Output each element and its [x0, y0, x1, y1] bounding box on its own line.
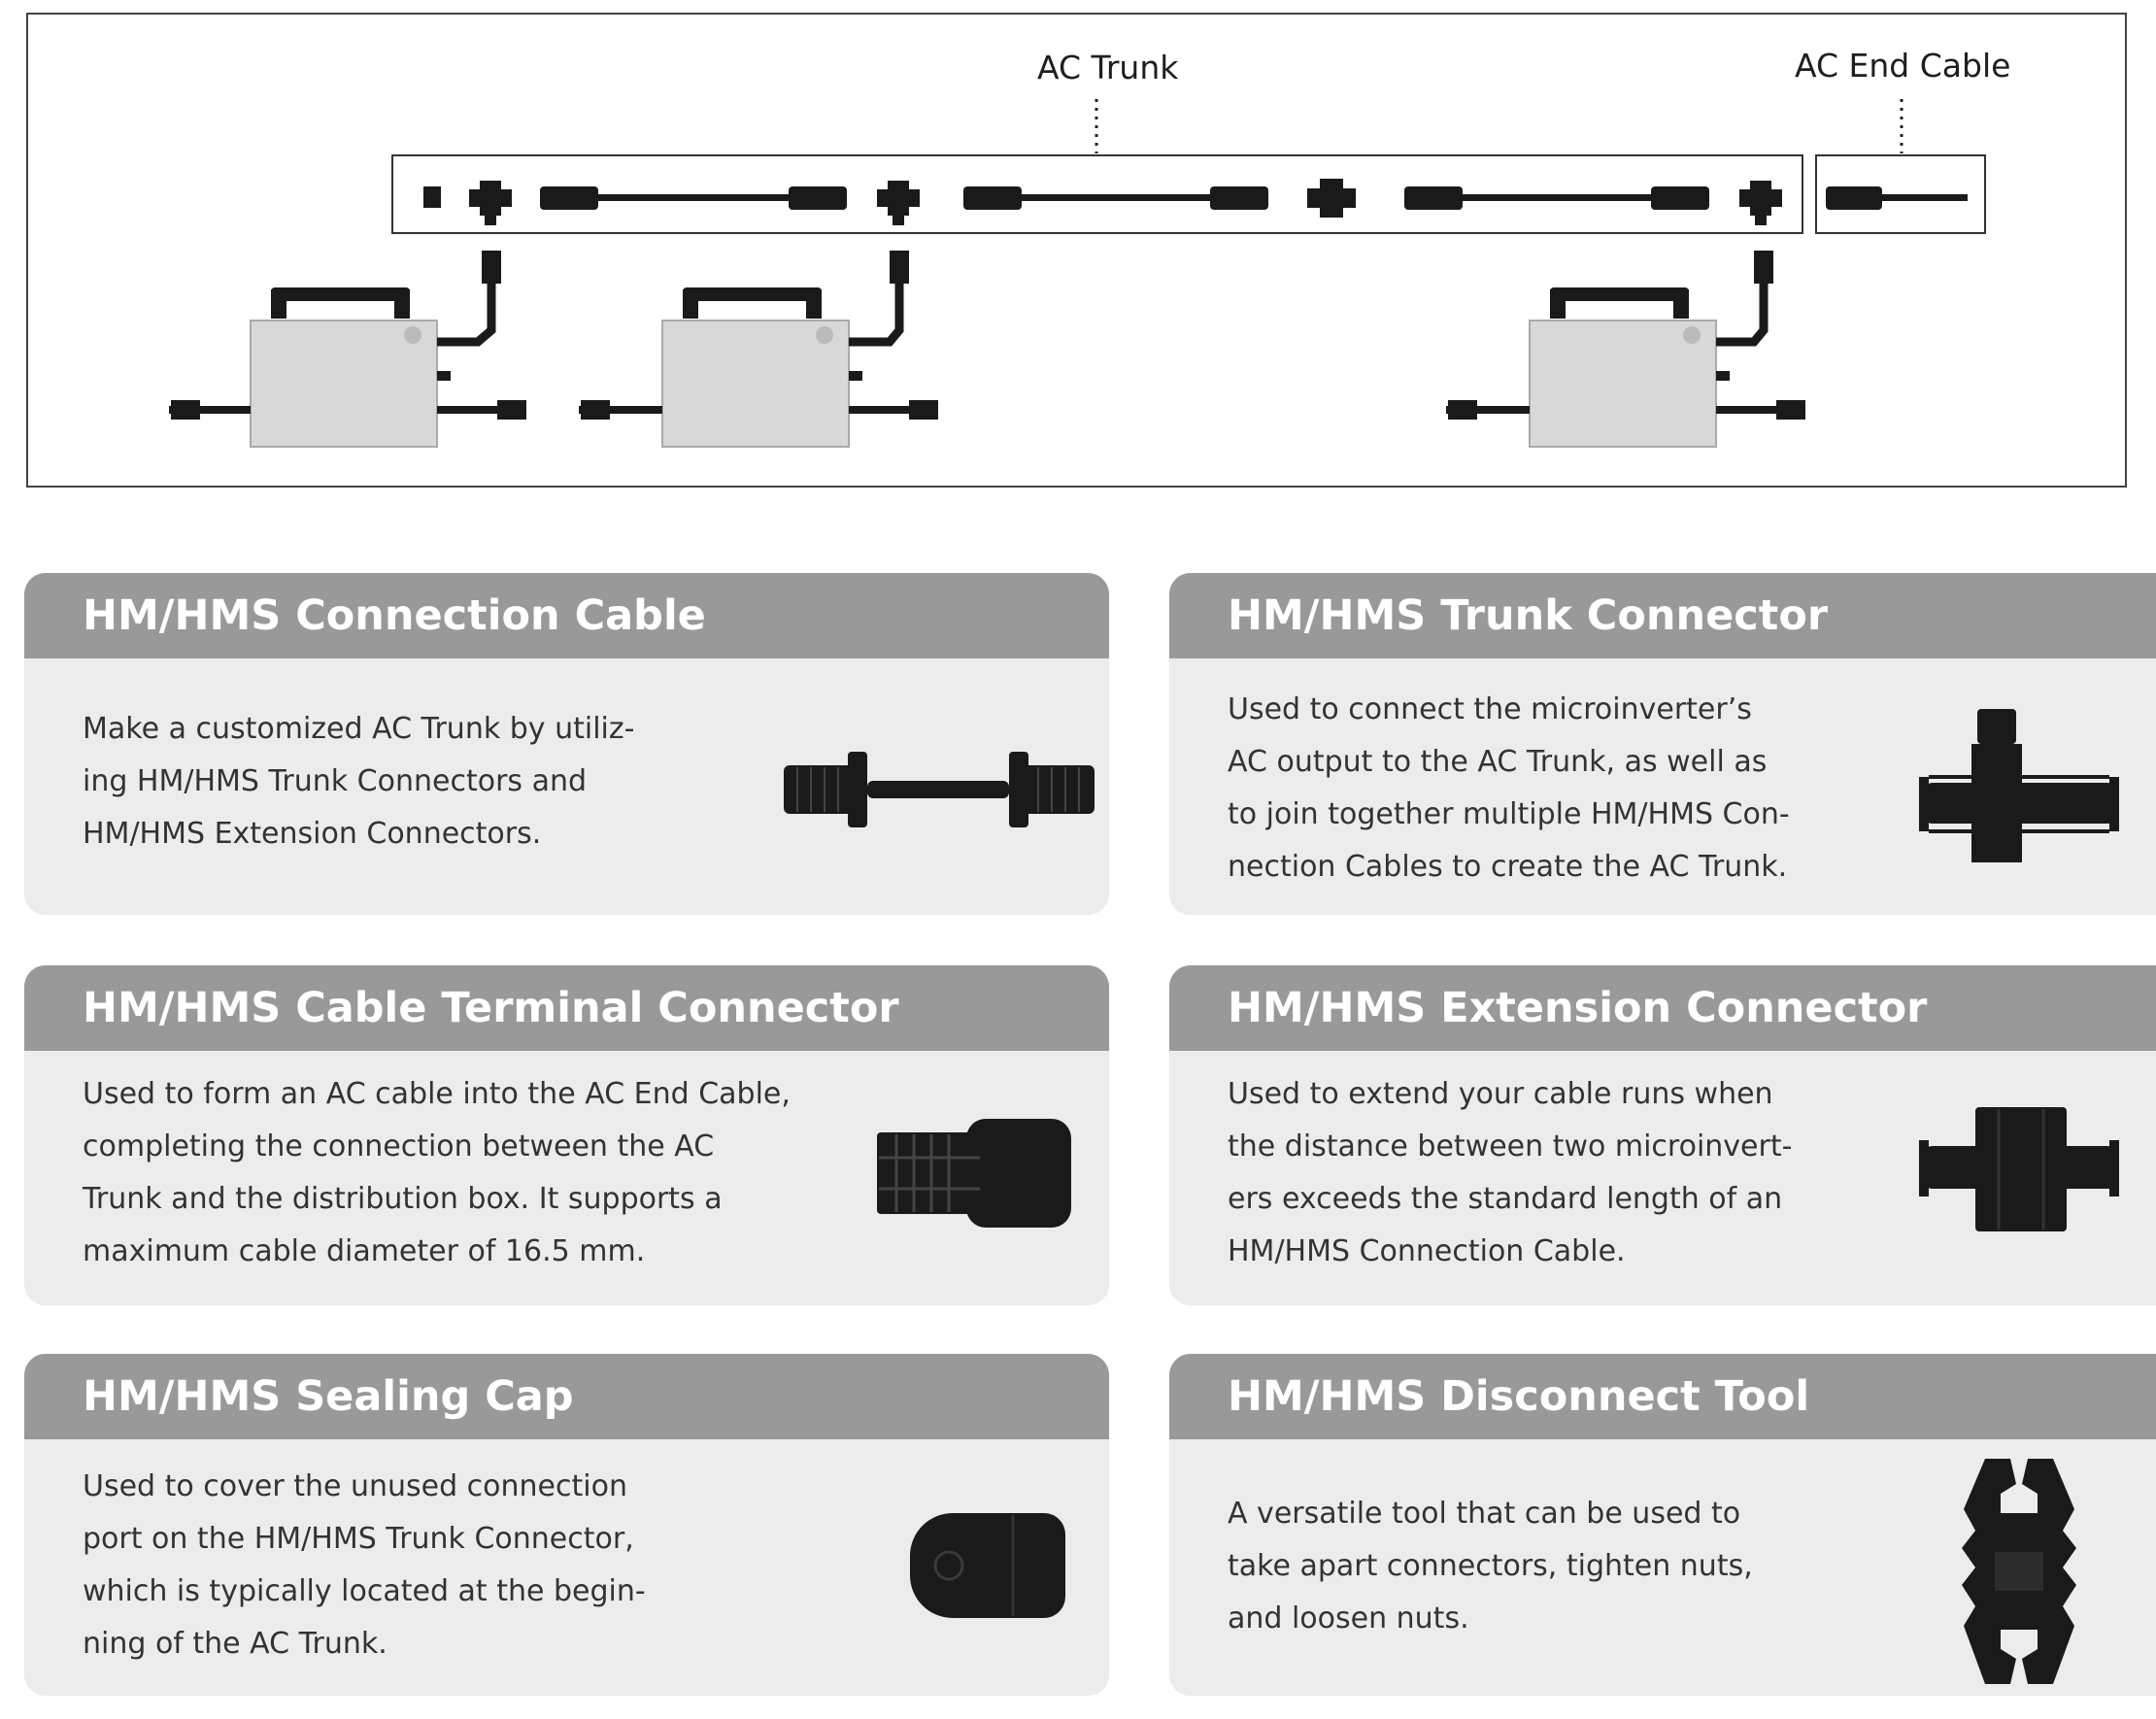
- microinverter-icon: [1446, 251, 1805, 448]
- card-sealing-cap: HM/HMS Sealing Cap Used to cover the unu…: [24, 1354, 1109, 1696]
- connection-cable-icon: [963, 186, 1268, 210]
- connection-cable-icon: [540, 186, 847, 210]
- trunk-connector-icon: [1919, 709, 2119, 862]
- card-title: HM/HMS Sealing Cap: [24, 1354, 1109, 1439]
- card-description: Used to extend your cable runs when the …: [1228, 1077, 1793, 1268]
- card-title: HM/HMS Disconnect Tool: [1169, 1354, 2156, 1439]
- extension-connector-icon: [1307, 179, 1356, 218]
- diagram-drawing: [169, 99, 1986, 448]
- card-title: HM/HMS Extension Connector: [1169, 965, 2156, 1051]
- sealing-cap-icon: [910, 1513, 1065, 1618]
- connection-cable-icon: [784, 752, 1095, 827]
- trunk-connector-icon: [877, 181, 920, 225]
- ac-end-cable-icon: [1826, 186, 1968, 210]
- connection-cable-icon: [1404, 186, 1709, 210]
- ac-end-cable-box: [1815, 154, 1986, 234]
- card-title: HM/HMS Connection Cable: [24, 573, 1109, 658]
- ac-trunk-label: AC Trunk: [1037, 49, 1179, 86]
- disconnect-tool-icon: [1962, 1459, 2076, 1684]
- card-extension-connector: HM/HMS Extension Connector Used to exten…: [1169, 965, 2156, 1305]
- extension-connector-icon: [1919, 1107, 2119, 1231]
- card-description: Used to connect the microinverter’s AC o…: [1228, 692, 1790, 884]
- trunk-connector-icon: [469, 181, 512, 225]
- card-description: Used to form an AC cable into the AC End…: [83, 1077, 791, 1268]
- card-cable-terminal-connector: HM/HMS Cable Terminal Connector Used to …: [24, 965, 1109, 1305]
- ac-trunk-box: [391, 154, 1803, 234]
- card-title: HM/HMS Trunk Connector: [1169, 573, 2156, 658]
- card-disconnect-tool: HM/HMS Disconnect Tool A versatile tool …: [1169, 1354, 2156, 1696]
- card-description: A versatile tool that can be used to tak…: [1228, 1497, 1753, 1635]
- card-description: Make a customized AC Trunk by utiliz- in…: [83, 712, 635, 851]
- sealing-cap-icon: [423, 186, 441, 208]
- card-title: HM/HMS Cable Terminal Connector: [24, 965, 1109, 1051]
- cable-terminal-connector-icon: [877, 1119, 1071, 1228]
- microinverter-icon: [169, 251, 526, 448]
- card-trunk-connector: HM/HMS Trunk Connector Used to connect t…: [1169, 573, 2156, 915]
- card-description: Used to cover the unused connection port…: [83, 1469, 646, 1661]
- ac-end-cable-label: AC End Cable: [1795, 47, 2011, 84]
- microinverter-icon: [579, 251, 938, 448]
- trunk-connector-icon: [1739, 181, 1782, 225]
- card-connection-cable: HM/HMS Connection Cable Make a customize…: [24, 573, 1109, 915]
